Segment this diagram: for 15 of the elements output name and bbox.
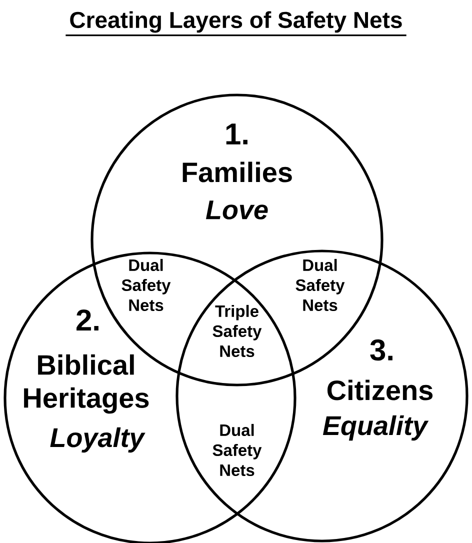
region-label: Triple Safety Nets	[212, 304, 262, 358]
venn-circle	[176, 250, 468, 542]
circle-number: 2.	[76, 310, 98, 330]
circle-subtitle: Equality	[322, 415, 429, 441]
circle-title: Families	[182, 162, 292, 182]
circle-subtitle: Love	[206, 200, 268, 220]
circle-title: Citizens	[327, 380, 433, 400]
circle-title: Biblical Heritages	[24, 354, 149, 414]
region-label: Dual Safety Nets	[296, 258, 345, 312]
region-label: Dual Safety Nets	[122, 258, 171, 312]
circle-number: 1.	[226, 124, 248, 144]
title: Creating Layers of Safety Nets	[70, 11, 402, 33]
circle-number: 3.	[370, 339, 392, 361]
region-label: Dual Safety Nets	[212, 424, 262, 476]
circle-subtitle: Loyalty	[50, 427, 146, 453]
